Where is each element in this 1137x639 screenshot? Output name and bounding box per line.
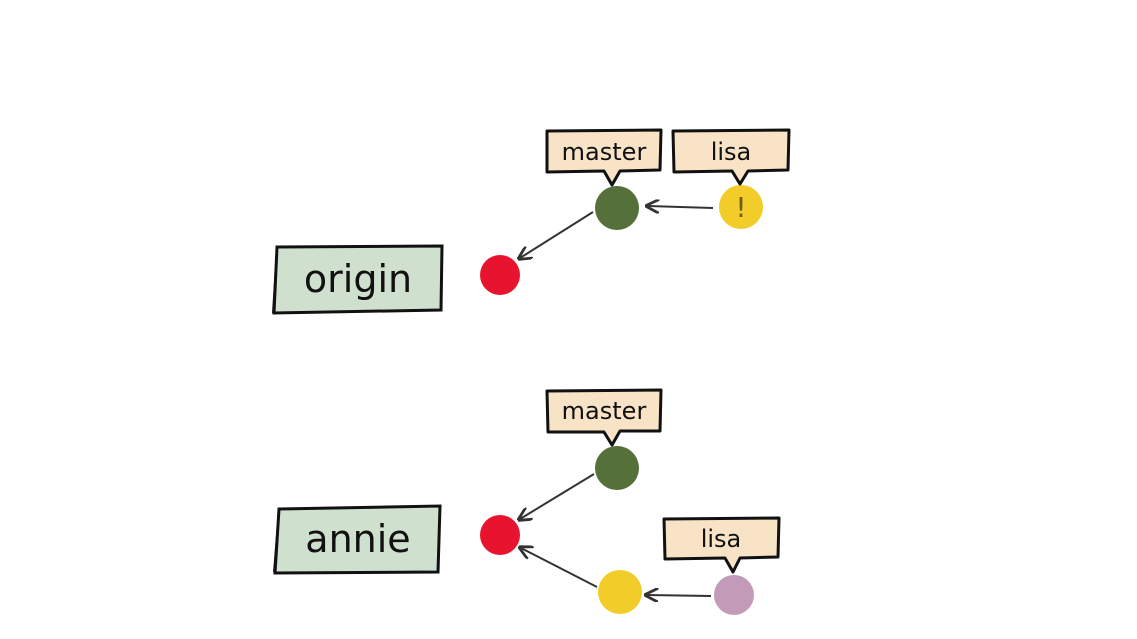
annie-arrow-purple-to-yellow [647, 595, 712, 596]
origin-commit-yellow-mark: ! [735, 191, 746, 224]
annie-branch-lisa-tag: lisa [662, 516, 781, 574]
origin-label: origin [304, 257, 412, 301]
origin-commit-yellow [719, 185, 763, 229]
annie-label: annie [305, 517, 410, 561]
annie-arrow-green-to-red [520, 473, 595, 519]
annie-repo: annie master lisa [273, 388, 781, 615]
annie-branch-master-tag: master [545, 388, 663, 447]
annie-commit-red [480, 515, 520, 555]
origin-branch-master-label: master [562, 138, 647, 166]
origin-commit-red [480, 255, 520, 295]
origin-commit-green [595, 186, 639, 230]
annie-commit-green [595, 446, 639, 490]
origin-repo: origin ! master lisa [272, 128, 791, 315]
origin-arrow-green-to-red [520, 211, 594, 258]
origin-branch-master-tag: master [545, 128, 663, 187]
annie-arrow-yellow-to-red [521, 548, 598, 588]
annie-branch-lisa-label: lisa [701, 525, 742, 553]
origin-branch-lisa-tag: lisa [671, 128, 791, 186]
annie-branch-master-label: master [562, 397, 647, 425]
origin-arrow-yellow-to-green [648, 206, 714, 208]
origin-branch-lisa-label: lisa [711, 138, 752, 166]
annie-commit-yellow [598, 570, 642, 614]
origin-label-box: origin [272, 244, 444, 315]
annie-commit-purple [714, 575, 754, 615]
annie-label-box: annie [273, 504, 442, 575]
